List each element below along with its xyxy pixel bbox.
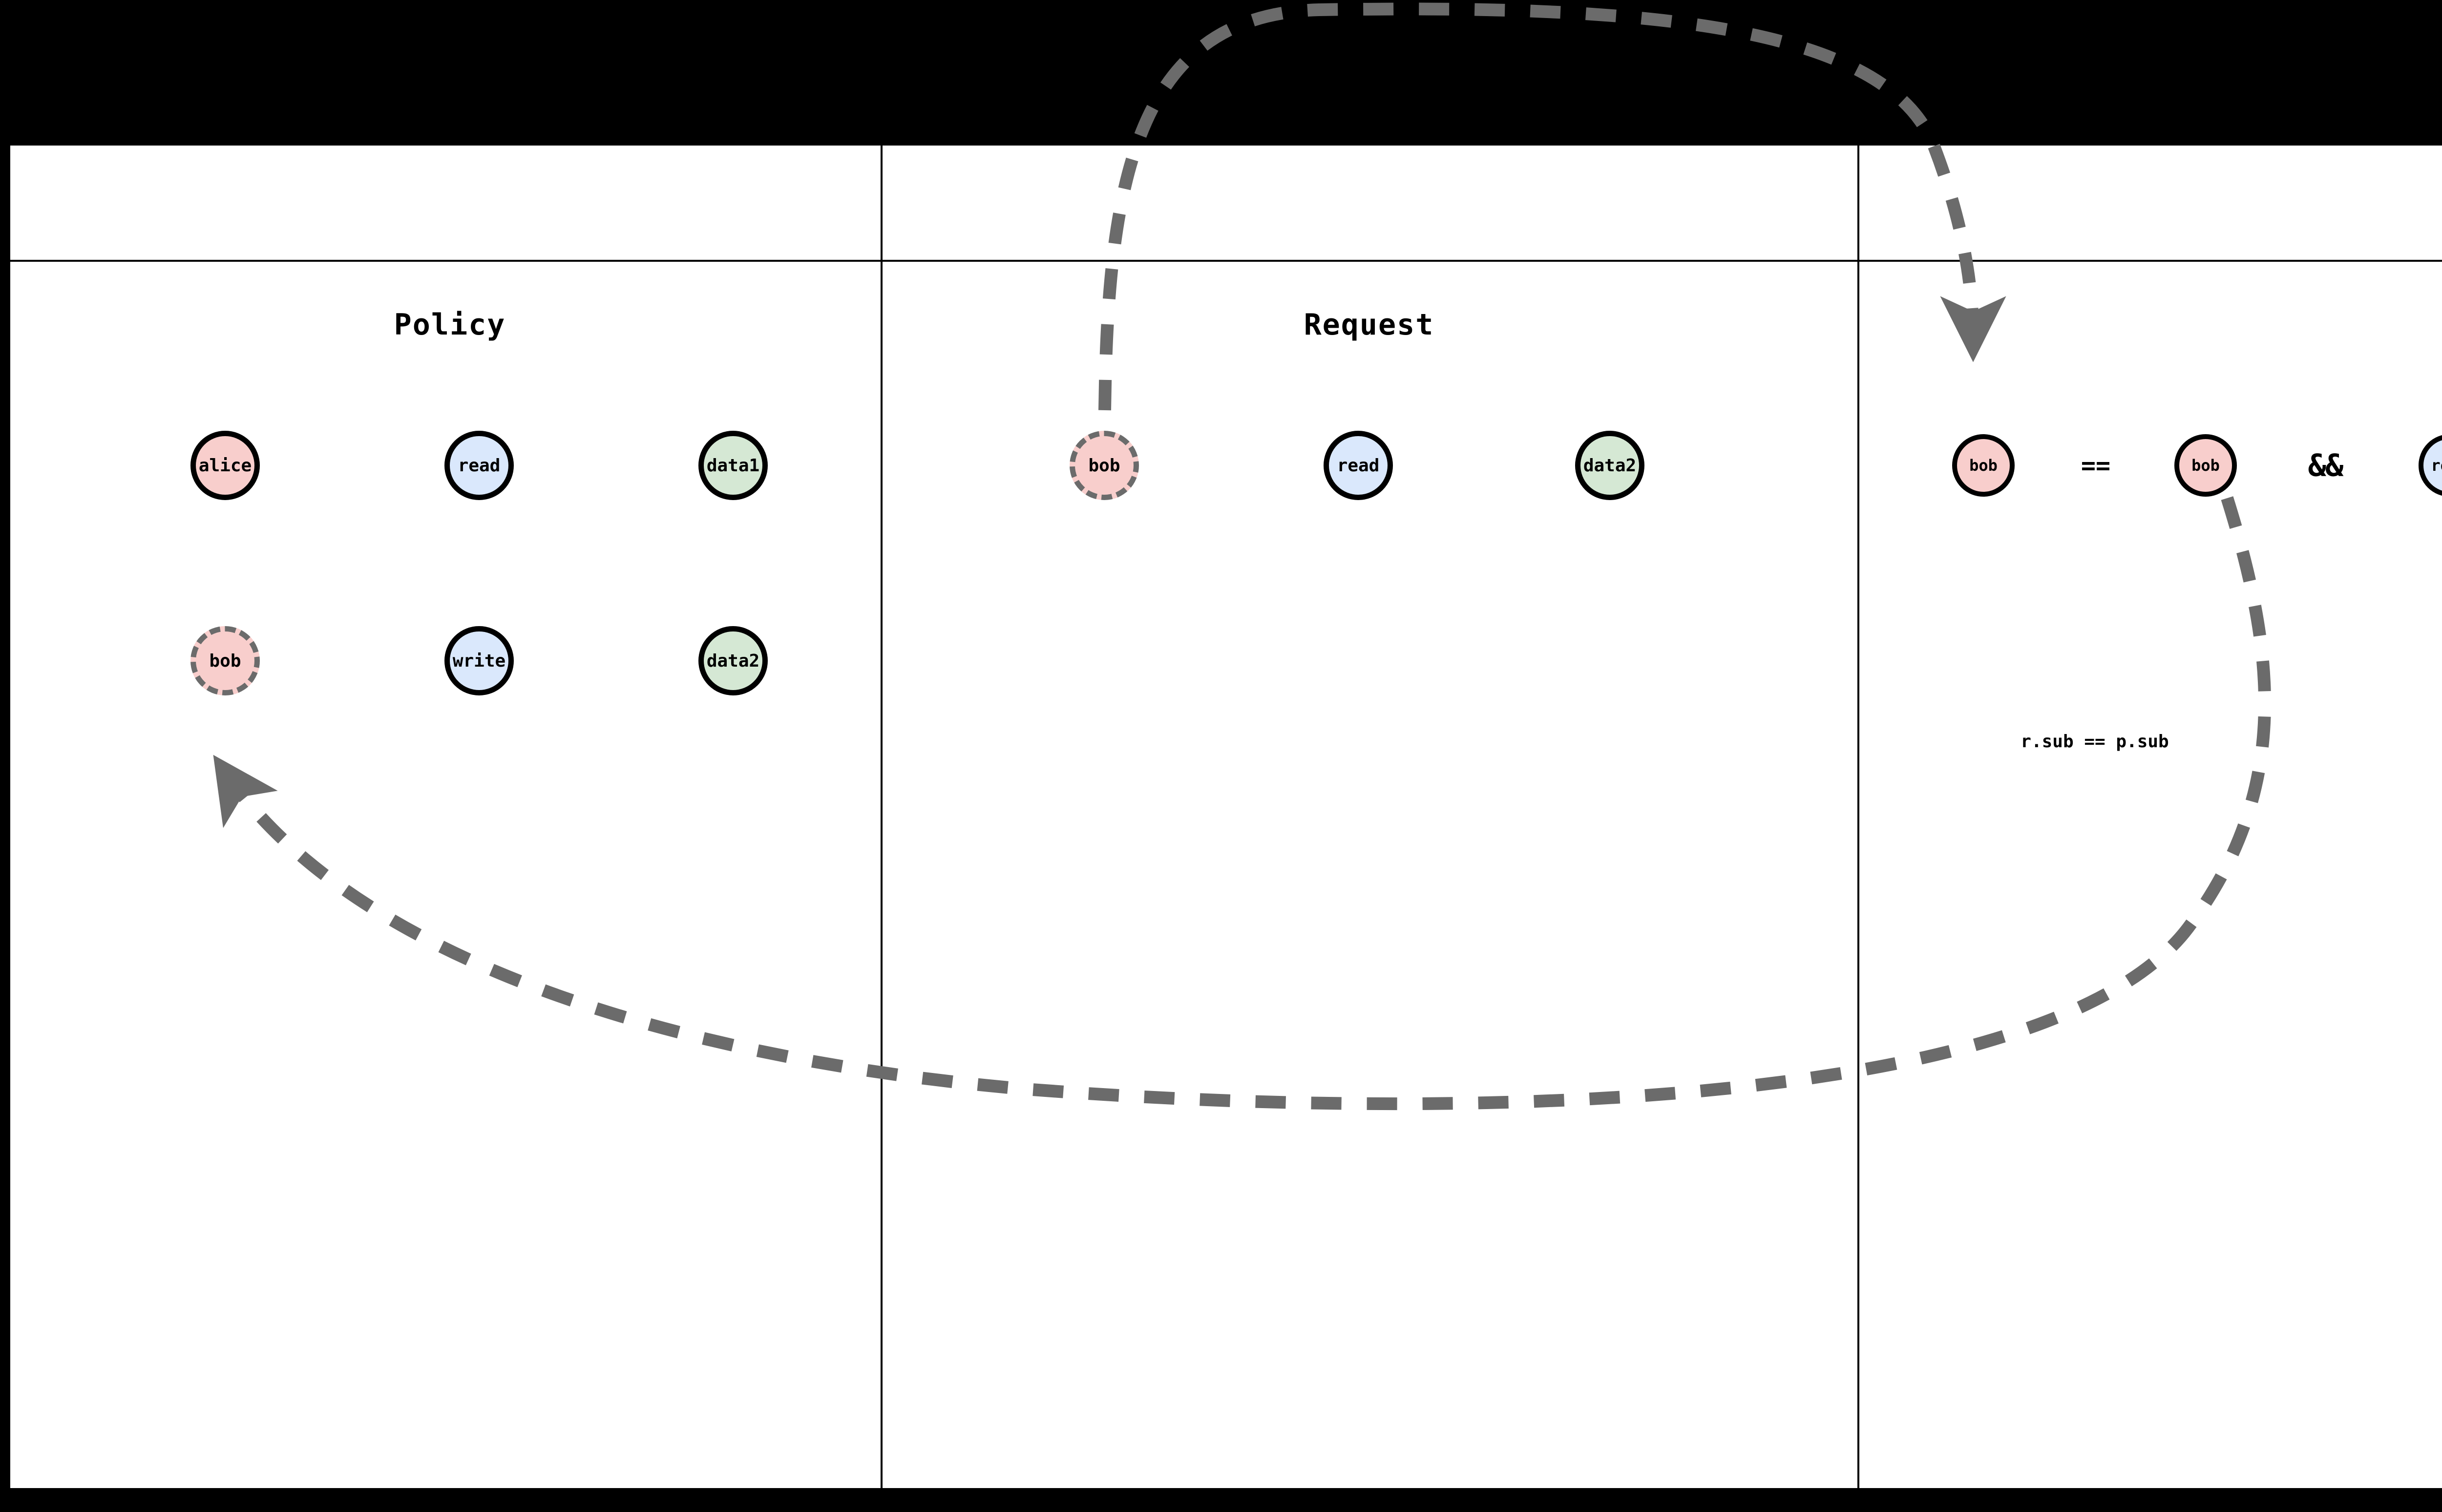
column-header-policy: Policy xyxy=(394,308,506,342)
column-divider-policy-request xyxy=(881,146,883,1488)
column-header-request: Request xyxy=(1304,308,1434,342)
matching-conjunction-1: && xyxy=(2308,447,2344,483)
policy-node-subject-bob[interactable]: bob xyxy=(190,626,260,695)
request-node-subject-bob[interactable]: bob xyxy=(1070,431,1139,500)
header-divider xyxy=(10,260,2442,262)
policy-node-subject-alice[interactable]: alice xyxy=(190,431,260,500)
request-node-object-data2[interactable]: data2 xyxy=(1575,431,1644,500)
matching-node-subject-right[interactable]: bob xyxy=(2174,434,2237,497)
policy-node-action-read[interactable]: read xyxy=(444,431,514,500)
matching-operator-subject: == xyxy=(2081,451,2111,480)
diagram-panel: Policy Request Matching alice read data1… xyxy=(9,144,2442,1490)
request-node-action-read[interactable]: read xyxy=(1324,431,1393,500)
policy-node-object-data1[interactable]: data1 xyxy=(698,431,768,500)
policy-node-object-data2[interactable]: data2 xyxy=(698,626,768,695)
matching-caption-subject: r.sub == p.sub xyxy=(2021,732,2169,752)
policy-node-action-write[interactable]: write xyxy=(444,626,514,695)
matching-node-action-left[interactable]: read xyxy=(2419,434,2442,497)
matching-node-subject-left[interactable]: bob xyxy=(1952,434,2015,497)
column-divider-request-matching xyxy=(1857,146,1859,1488)
